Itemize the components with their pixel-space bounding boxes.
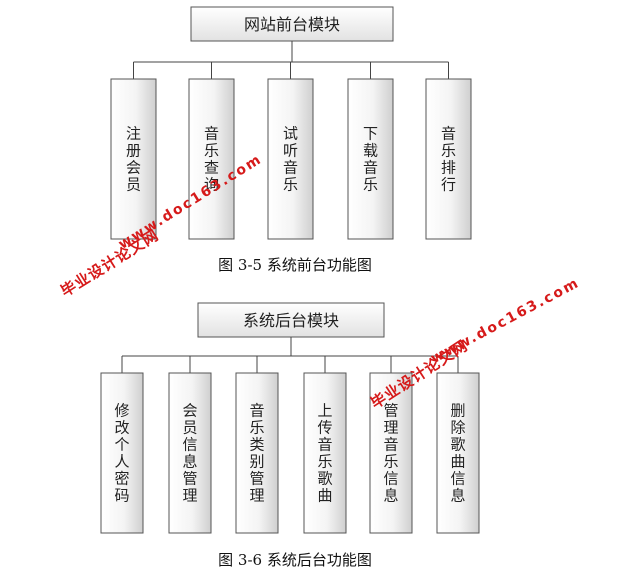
child-node: 下载音乐 [347, 78, 394, 240]
child-node-label: 会员信息管理 [182, 402, 197, 505]
root-node-box [190, 6, 394, 42]
child-node-label: 音乐排行 [441, 125, 456, 194]
child-node-box [168, 372, 212, 534]
child-node-label: 下载音乐 [363, 125, 378, 194]
child-node-box [267, 78, 314, 240]
child-node-box [425, 78, 472, 240]
child-node: 音乐查询 [188, 78, 235, 240]
child-node-label: 音乐查询 [204, 125, 219, 194]
backend-diagram-caption: 图 3-6 系统后台功能图 [218, 551, 372, 569]
child-node-box [110, 78, 157, 240]
frontend-diagram-caption: 图 3-5 系统前台功能图 [218, 256, 372, 274]
root-node: 网站前台模块 [190, 6, 394, 42]
child-node-label: 上传音乐歌曲 [317, 402, 332, 505]
child-node-label: 音乐类别管理 [249, 402, 264, 505]
root-node-label: 系统后台模块 [243, 311, 339, 330]
child-node-box [369, 372, 413, 534]
child-node: 音乐类别管理 [235, 372, 279, 534]
child-node: 注册会员 [110, 78, 157, 240]
child-node-box [100, 372, 144, 534]
child-node: 上传音乐歌曲 [303, 372, 347, 534]
child-node-label: 管理音乐信息 [383, 402, 398, 505]
child-node-box [347, 78, 394, 240]
child-node-label: 修改个人密码 [114, 402, 129, 505]
child-node: 音乐排行 [425, 78, 472, 240]
child-node-box [303, 372, 347, 534]
child-node: 试听音乐 [267, 78, 314, 240]
root-node: 系统后台模块 [197, 302, 385, 338]
child-node-box [188, 78, 235, 240]
child-node-box [436, 372, 480, 534]
root-node-label: 网站前台模块 [244, 15, 340, 34]
root-node-box [197, 302, 385, 338]
child-node: 修改个人密码 [100, 372, 144, 534]
child-node: 会员信息管理 [168, 372, 212, 534]
child-node: 管理音乐信息 [369, 372, 413, 534]
child-node-label: 删除歌曲信息 [450, 402, 465, 505]
child-node-label: 注册会员 [126, 125, 141, 194]
child-node-label: 试听音乐 [283, 125, 298, 194]
child-node: 删除歌曲信息 [436, 372, 480, 534]
child-node-box [235, 372, 279, 534]
